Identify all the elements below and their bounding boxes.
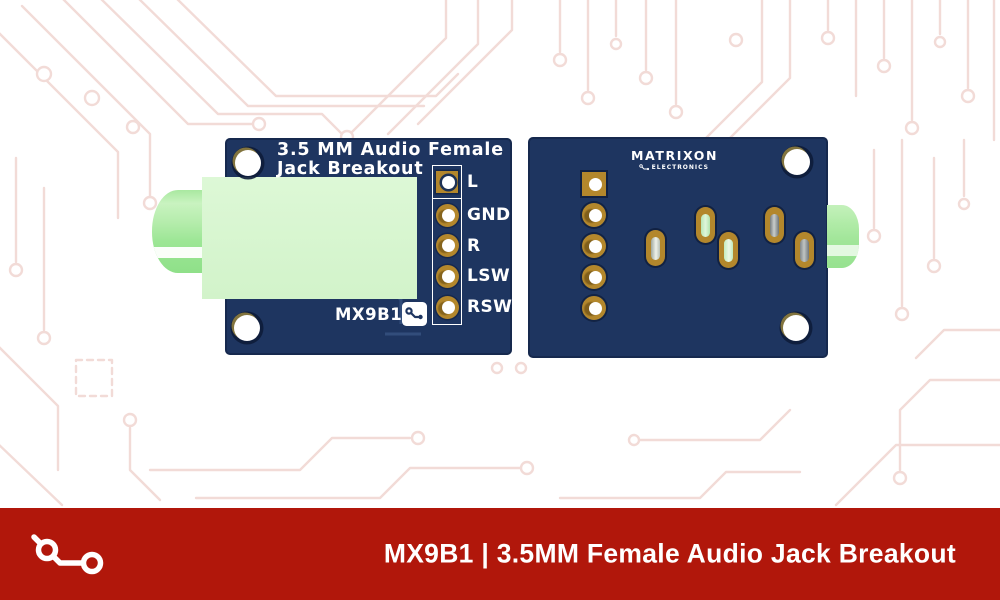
mounting-hole — [234, 315, 260, 341]
brand-subtitle-text: ELECTRONICS — [651, 164, 709, 171]
part-number-silkscreen: MX9B1 — [335, 305, 403, 324]
pad-r — [435, 234, 459, 257]
solder-pad — [582, 265, 606, 289]
pad-rsw — [435, 295, 459, 319]
brand-trace-icon — [31, 534, 104, 575]
pad-lsw — [435, 264, 459, 288]
silkscreen-logo-chip — [402, 302, 427, 326]
slot-opening — [770, 213, 779, 237]
product-title: MX9B1 | 3.5MM Female Audio Jack Breakout — [383, 538, 956, 569]
pad-hole — [589, 301, 602, 315]
pin-label-rsw: RSW — [467, 297, 513, 317]
solder-pad — [582, 234, 606, 258]
brand-name: MATRIXON — [631, 148, 719, 163]
jack-barrel-side — [827, 205, 859, 268]
pcb-back-view: MATRIXON ELECTRONICS — [528, 137, 859, 358]
audio-jack-barrel — [152, 190, 204, 273]
brand-subtitle: ELECTRONICS — [631, 164, 709, 171]
pin-label-lsw: LSW — [467, 266, 511, 286]
pad-hole — [589, 270, 602, 284]
pad-hole — [442, 300, 455, 314]
solder-pad — [582, 296, 606, 320]
pad-hole — [442, 208, 455, 222]
solder-pad-square — [582, 172, 606, 196]
mounting-hole — [784, 149, 810, 175]
pad-hole — [442, 269, 455, 283]
pin-label-l: L — [467, 172, 479, 192]
jack-leg-slot — [646, 230, 665, 266]
slot-opening — [800, 238, 809, 262]
pin-label-gnd: GND — [467, 205, 511, 225]
barrel-highlight — [152, 247, 204, 258]
pin-header-outline — [432, 165, 462, 325]
pin1-divider — [432, 197, 462, 199]
barrel-highlight — [827, 245, 859, 256]
pad-hole — [589, 208, 602, 222]
board-title-line1: 3.5 MM Audio Female — [277, 140, 504, 160]
mounting-hole — [783, 315, 809, 341]
pcb-trace-icon — [405, 307, 423, 320]
solder-pad — [582, 203, 606, 227]
pad-hole — [589, 239, 602, 253]
jack-leg-slot — [795, 232, 814, 268]
audio-jack-body — [202, 177, 417, 299]
pcb-trace-icon — [638, 164, 649, 171]
pad-gnd — [435, 203, 459, 227]
footer-banner: MX9B1 | 3.5MM Female Audio Jack Breakout — [0, 508, 1000, 600]
board-title-line2: Jack Breakout — [277, 159, 424, 179]
pin-label-r: R — [467, 235, 481, 256]
mounting-hole — [235, 150, 261, 176]
jack-leg-slot — [696, 207, 715, 243]
slot-opening — [724, 238, 733, 262]
slot-opening — [701, 213, 710, 237]
board-title: 3.5 MM Audio Female Jack Breakout — [277, 141, 504, 179]
pad-hole — [442, 239, 455, 252]
jack-leg-slot — [765, 207, 784, 243]
jack-leg-slot — [719, 232, 738, 268]
pad-hole — [441, 175, 455, 189]
pad-hole — [589, 177, 602, 191]
pcb-front-view: 3.5 MM Audio Female Jack Breakout L GND … — [152, 138, 513, 355]
brand-logo: MATRIXON ELECTRONICS — [631, 148, 719, 171]
pad-l — [436, 171, 458, 193]
slot-opening — [651, 236, 660, 260]
